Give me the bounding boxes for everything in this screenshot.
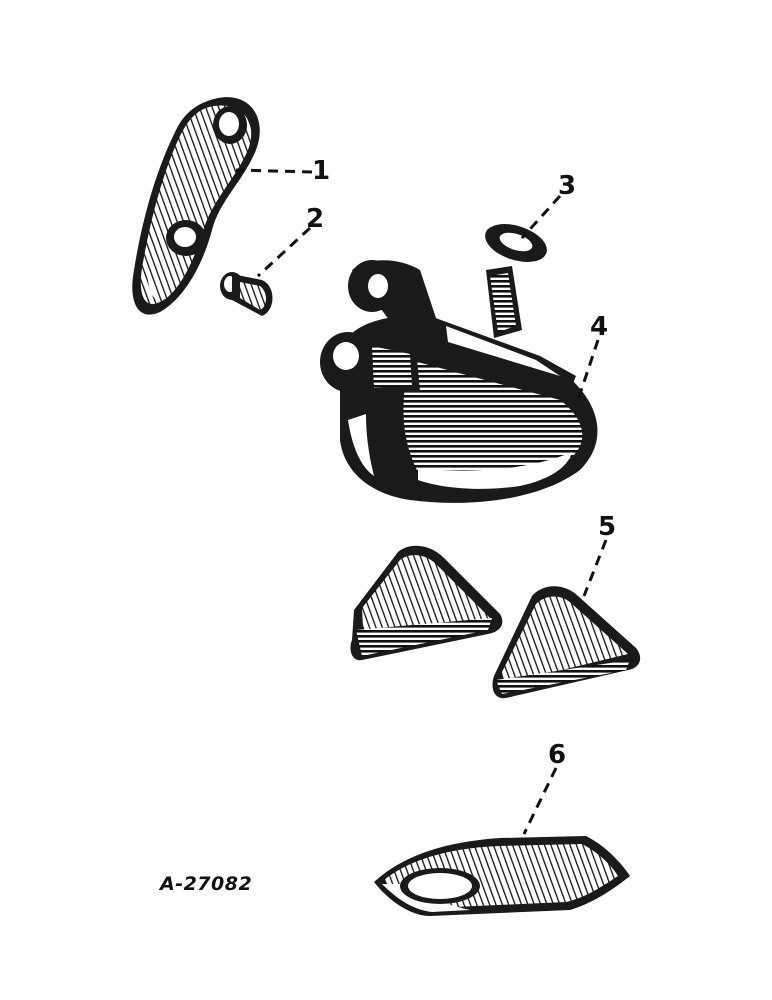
leader-line-1	[235, 168, 313, 174]
leader-line-2	[256, 226, 312, 278]
callout-4: 4	[590, 312, 609, 342]
leader-line-4	[574, 339, 600, 407]
callout-1: 1	[312, 156, 331, 186]
part-2-bolt	[220, 272, 273, 316]
figure-id-label: A-27082	[160, 873, 253, 895]
leader-line-5	[582, 539, 608, 597]
leader-line-3	[520, 194, 562, 240]
part-6-plate	[374, 836, 630, 916]
callout-6: 6	[548, 740, 567, 770]
callout-3: 3	[558, 171, 577, 201]
part-1-link-plate	[132, 97, 260, 315]
part-4-assembly	[320, 260, 598, 503]
callout-2: 2	[306, 204, 325, 234]
part-3-washer	[485, 224, 547, 262]
callout-5: 5	[598, 512, 617, 542]
leader-line-6	[522, 767, 558, 835]
part-5-wedges	[350, 545, 641, 699]
